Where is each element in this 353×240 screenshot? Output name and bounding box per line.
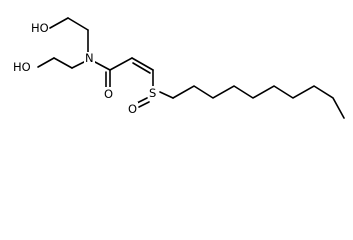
bond-s-o-double bbox=[138, 101, 150, 108]
bond-c1-c2 bbox=[67, 17, 89, 31]
lower-hydroxyethyl-chain bbox=[37, 57, 85, 69]
acrylamide-core bbox=[94, 57, 174, 108]
bond-c4-n bbox=[71, 61, 85, 69]
bond-carbonyl-alkene bbox=[109, 57, 133, 71]
bond-s-chain bbox=[159, 91, 174, 99]
bond-ho-c3 bbox=[37, 57, 55, 68]
lower-hydroxyl-label: HO bbox=[13, 60, 31, 74]
bond-n-carbonyl bbox=[94, 61, 111, 71]
carbonyl-oxygen-label: O bbox=[104, 87, 113, 101]
atom-labels: HO HO N O S O bbox=[11, 21, 159, 116]
bond-c3-c4 bbox=[53, 57, 73, 69]
bond-alkene bbox=[131, 57, 154, 71]
upper-hydroxyethyl-chain bbox=[49, 17, 89, 53]
nitrogen-label: N bbox=[85, 51, 94, 65]
sulfur-label: S bbox=[149, 86, 156, 100]
bond-s-o bbox=[136, 97, 148, 104]
decyl-zigzag bbox=[172, 85, 345, 119]
sulfoxide-oxygen-label: O bbox=[128, 102, 137, 116]
decyl-chain bbox=[172, 85, 345, 119]
upper-hydroxyl-label: HO bbox=[31, 21, 49, 35]
bond-alkene-double bbox=[132, 62, 151, 74]
bond-ho-c1 bbox=[49, 17, 69, 29]
chemical-structure-diagram: HO HO N O S O bbox=[11, 17, 345, 119]
